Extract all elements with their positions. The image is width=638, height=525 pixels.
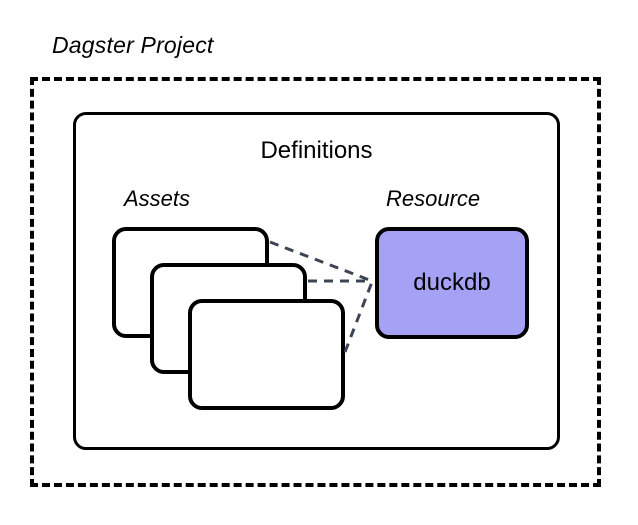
- resource-node-label: duckdb: [413, 269, 491, 296]
- asset-card[interactable]: [188, 299, 345, 410]
- assets-group-label: Assets: [124, 186, 191, 211]
- resource-group-label: Resource: [386, 186, 481, 211]
- project-label: Dagster Project: [52, 32, 214, 58]
- resource-node-duckdb[interactable]: duckdb: [375, 227, 529, 339]
- definitions-title: Definitions: [260, 137, 373, 164]
- project-boundary-box: [30, 77, 601, 487]
